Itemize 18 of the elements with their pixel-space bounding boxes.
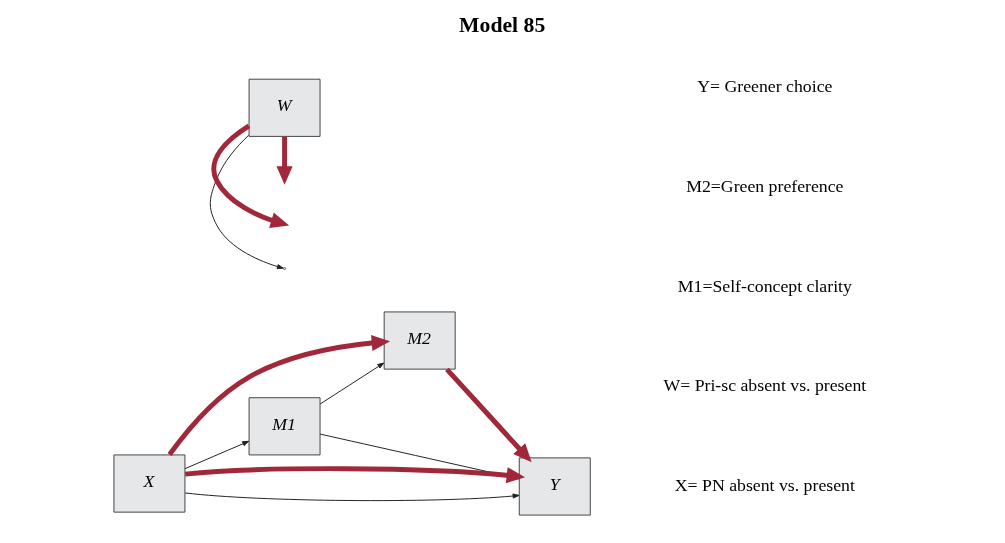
label: Y= Greener choice <box>697 76 833 97</box>
diagram-title: Model 85 <box>459 13 546 38</box>
node-box: X <box>113 454 186 513</box>
label: M2=Green preference <box>686 176 844 197</box>
label: W= Pri-sc absent vs. present <box>663 375 867 396</box>
node-box: Y <box>518 457 591 516</box>
node-box: M2 <box>383 311 456 370</box>
label: X= PN absent vs. present <box>674 474 855 495</box>
arrow <box>319 362 385 405</box>
arrow <box>184 466 526 484</box>
arrow <box>209 134 284 270</box>
arrow <box>445 367 532 463</box>
node-box: W <box>248 78 321 137</box>
node-box: M1 <box>248 397 321 456</box>
label: M1=Self-concept clarity <box>677 275 852 296</box>
arrow <box>184 440 250 470</box>
arrow <box>167 334 391 456</box>
arrow <box>184 492 520 502</box>
